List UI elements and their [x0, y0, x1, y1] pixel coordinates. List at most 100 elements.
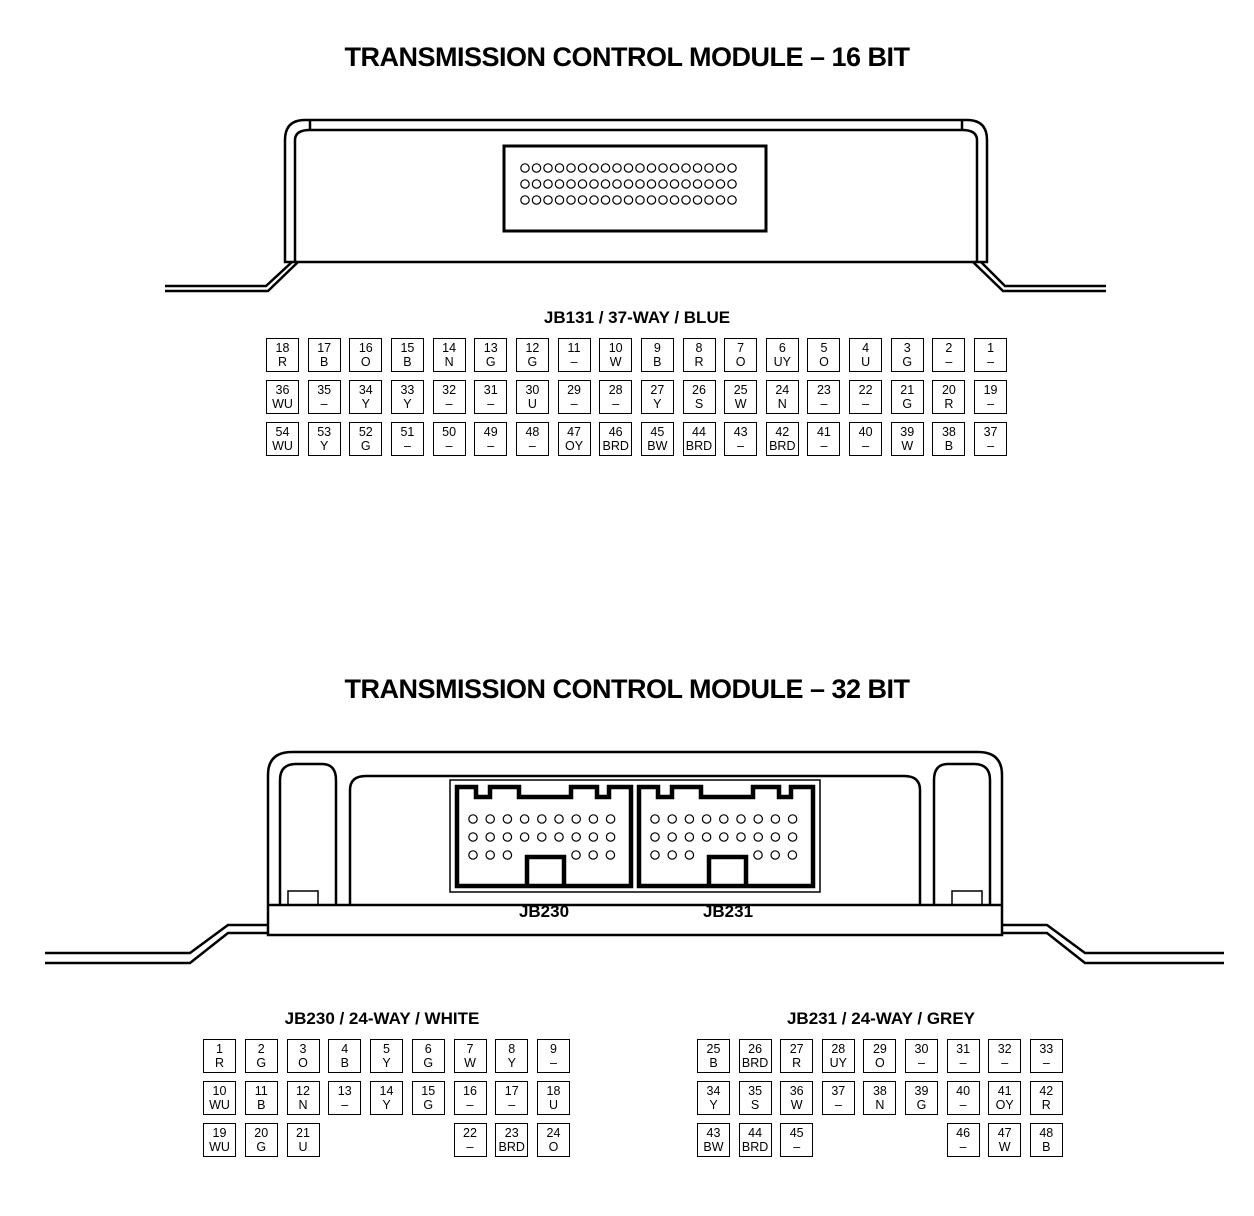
pin-number: 28 — [831, 1042, 846, 1056]
pin-number: 29 — [567, 383, 581, 397]
pin-cell: 32– — [988, 1039, 1022, 1073]
pin-hole — [669, 195, 680, 205]
pin-wire-color: Y — [709, 1098, 718, 1112]
pin-number: 39 — [914, 1084, 929, 1098]
pin-wire-color: BRD — [741, 1056, 769, 1070]
pin-wire-color: G — [916, 1098, 927, 1112]
pin-wire-color: – — [612, 397, 620, 411]
pin-number: 45 — [789, 1126, 804, 1140]
pin-hole — [715, 195, 726, 205]
pin-hole — [635, 179, 645, 189]
pin-hole — [715, 163, 726, 173]
pin-number: 20 — [941, 383, 956, 397]
pin-number: 9 — [653, 341, 661, 355]
pin-number: 41 — [816, 425, 831, 439]
pin-number: 4 — [341, 1042, 349, 1056]
pin-number: 25 — [733, 383, 748, 397]
pin-cell: 19– — [974, 380, 1008, 414]
pin-number: 19 — [212, 1126, 227, 1140]
pin-number: 17 — [504, 1084, 519, 1098]
pin-wire-color: Y — [382, 1098, 391, 1112]
pin-wire-color: O — [360, 355, 371, 369]
pin-hole — [531, 195, 542, 205]
pin-wire-color: – — [820, 397, 828, 411]
pin-cell: 30– — [905, 1039, 938, 1073]
pin-wire-color: R — [1041, 1098, 1051, 1112]
pin-number: 20 — [254, 1126, 269, 1140]
pin-wire-color: BRD — [602, 439, 629, 453]
pin-wire-color: W — [609, 355, 622, 369]
pin-number: 37 — [983, 425, 998, 439]
pin-hole — [605, 850, 616, 860]
pin-wire-color: B — [653, 355, 662, 369]
pin-wire-color: – — [959, 1140, 967, 1154]
pin-wire-color: – — [862, 397, 870, 411]
pin-number: 22 — [858, 383, 873, 397]
pin-hole — [650, 850, 660, 860]
pin-wire-color: W — [901, 439, 914, 453]
pin-number: 18 — [275, 341, 290, 355]
connector-label-jb231: JB231 / 24-WAY / GREY — [786, 1009, 976, 1028]
pin-hole — [554, 814, 564, 824]
pin-hole — [718, 832, 729, 842]
pin-wire-color: Y — [361, 397, 370, 411]
pin-hole — [612, 195, 622, 205]
pin-number: 19 — [983, 383, 998, 397]
pin-wire-color: – — [403, 439, 411, 453]
pin-number: 11 — [567, 341, 581, 355]
pin-hole — [701, 814, 712, 824]
pin-wire-color: R — [277, 355, 288, 369]
pin-wire-color: O — [298, 1056, 308, 1070]
pin-wire-color: O — [819, 355, 829, 369]
pin-wire-color: S — [750, 1098, 760, 1112]
pin-wire-color: – — [834, 1098, 842, 1112]
pin-hole — [502, 832, 513, 842]
pin-hole — [681, 163, 691, 173]
pin-wire-color: O — [735, 355, 746, 369]
pin-number: 42 — [1039, 1084, 1054, 1098]
pin-wire-color: G — [902, 355, 913, 369]
pin-hole — [787, 814, 798, 824]
pin-wire-color: G — [423, 1098, 434, 1112]
pin-cell: 41– — [807, 422, 841, 456]
pin-wire-color: B — [257, 1098, 266, 1112]
pin-wire-color: – — [445, 397, 453, 411]
pin-hole — [589, 195, 599, 205]
pin-number: 22 — [463, 1126, 477, 1140]
pin-wire-color: B — [403, 355, 412, 369]
pin-number: 3 — [299, 1042, 307, 1056]
pin-wire-color: – — [987, 439, 995, 453]
pin-wire-color: W — [790, 1098, 803, 1112]
pin-number: 44 — [748, 1126, 763, 1140]
pin-wire-color: – — [862, 439, 870, 453]
pin-number: 31 — [956, 1042, 971, 1056]
pin-number: 25 — [706, 1042, 721, 1056]
pin-hole — [753, 850, 763, 860]
pin-wire-color: – — [959, 1098, 967, 1112]
pin-number: 49 — [483, 425, 498, 439]
pin-hole — [692, 163, 703, 173]
pin-wire-color: – — [1042, 1056, 1050, 1070]
connector-label-jb131: JB131 / 37-WAY / BLUE — [543, 308, 731, 327]
pin-number: 32 — [997, 1042, 1012, 1056]
pin-hole — [623, 163, 634, 173]
pin-number: 46 — [608, 425, 623, 439]
pin-wire-color: – — [945, 355, 953, 369]
